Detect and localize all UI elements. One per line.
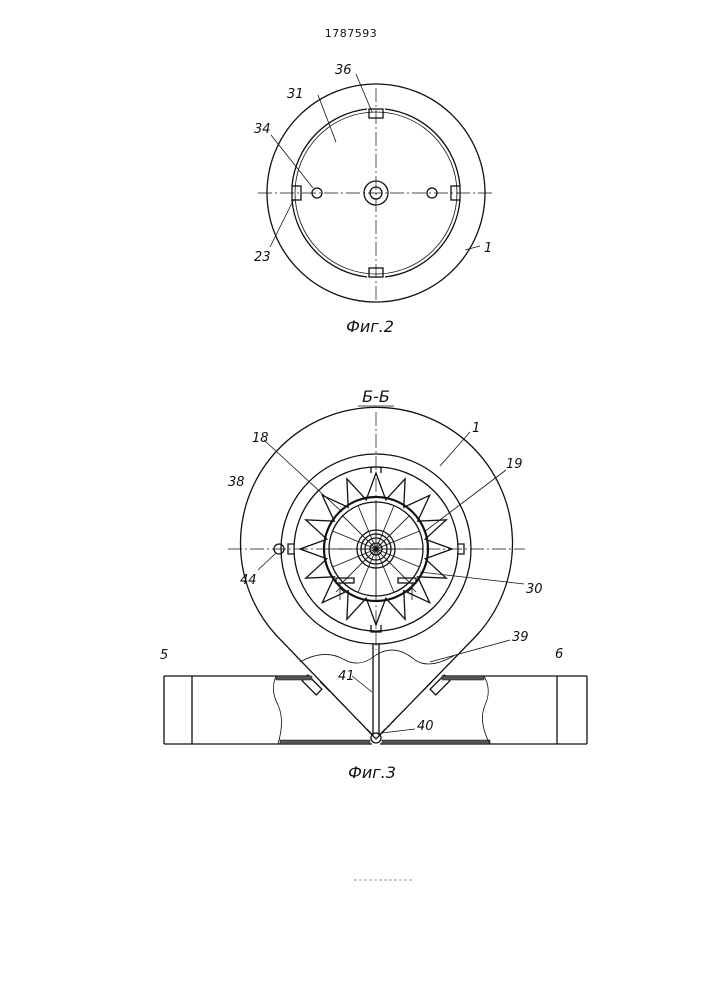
fig3-label-19: 19 <box>506 457 523 472</box>
fig3-caption: Фиг.3 <box>348 763 396 782</box>
fig2-leader-36 <box>356 74 372 112</box>
fig3-label-38: 38 <box>228 475 245 490</box>
patent-number: 1787593 <box>325 27 378 40</box>
fig2-leader-34 <box>271 135 313 188</box>
fig3-label-40: 40 <box>417 719 434 734</box>
fig3-leader-1 <box>440 432 470 466</box>
fig3-outer-housing <box>241 407 513 739</box>
fig3-leader-44 <box>258 553 276 570</box>
figure-2: 31 36 34 23 1 Фиг.2 <box>254 63 494 336</box>
fig2-inner-arc-bl <box>292 200 367 277</box>
fig3-leader-41 <box>352 676 372 692</box>
figure-3: Б-Б <box>160 387 587 782</box>
fig2-leader-23 <box>270 199 294 247</box>
fig2-label-23: 23 <box>254 250 271 265</box>
fig3-leader-40 <box>382 729 415 733</box>
fig3-leader-39 <box>430 640 510 662</box>
fig2-leader-1 <box>465 246 480 250</box>
fig3-leader-19 <box>424 470 506 532</box>
fig3-label-44: 44 <box>240 573 257 588</box>
fig3-label-5: 5 <box>160 648 168 663</box>
fig2-inner-arc-tl <box>292 109 367 186</box>
fig3-duct <box>164 676 587 744</box>
fig2-inner-arc-br <box>385 200 460 277</box>
fig2-label-36: 36 <box>335 63 352 78</box>
fig3-roller-40 <box>371 733 381 743</box>
fig3-label-18: 18 <box>252 431 269 446</box>
fig2-caption: Фиг.2 <box>346 317 394 336</box>
fig2-label-31: 31 <box>287 87 304 102</box>
fig3-section-label: Б-Б <box>362 387 390 406</box>
fig3-label-41: 41 <box>338 669 355 684</box>
fig3-label-30: 30 <box>526 582 543 597</box>
fig3-label-6: 6 <box>555 647 563 662</box>
fig2-label-1: 1 <box>484 241 492 256</box>
fig2-leader-31 <box>318 95 336 142</box>
fig2-label-34: 34 <box>254 122 271 137</box>
fig3-label-39: 39 <box>512 630 529 645</box>
fig3-leader-18 <box>264 440 342 512</box>
fig2-inner-arc-tr <box>385 109 460 186</box>
fig3-label-1: 1 <box>472 421 480 436</box>
